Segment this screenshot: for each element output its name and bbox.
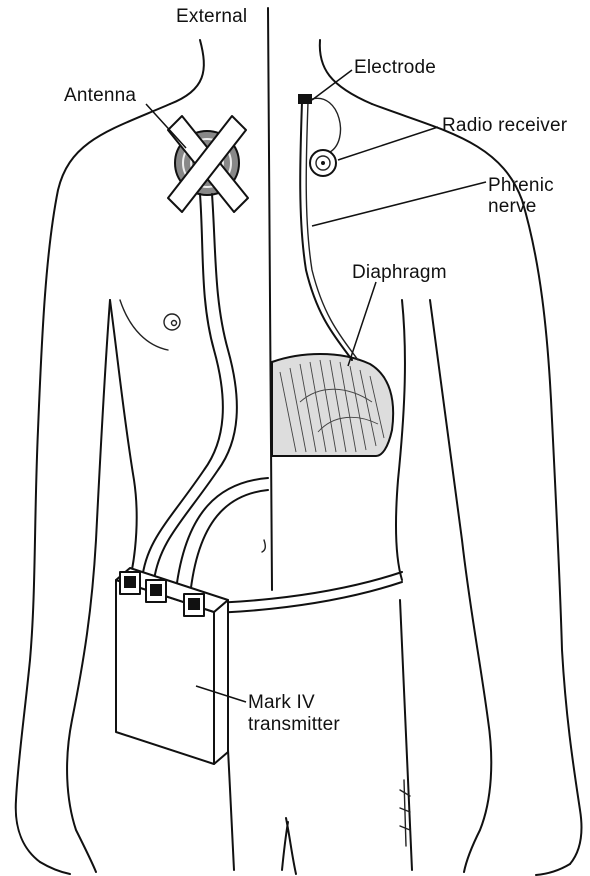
left-pectoral	[120, 300, 168, 350]
midline-divider	[268, 8, 272, 590]
left-hand	[40, 862, 70, 874]
label-phrenic-nerve-line2: nerve	[488, 196, 537, 217]
label-antenna: Antenna	[64, 85, 136, 106]
left-torso-side	[110, 300, 137, 610]
groin-line-2	[282, 822, 288, 870]
leader-phrenic-nerve	[312, 182, 486, 226]
right-arm-inner	[430, 300, 491, 872]
phrenic-nerve-2	[306, 102, 358, 360]
label-transmitter-line2: transmitter	[248, 714, 340, 735]
label-electrode: Electrode	[354, 57, 436, 78]
mark-iv-transmitter	[116, 568, 228, 764]
transmitter-cable-inner	[190, 490, 268, 596]
neck-left	[170, 40, 204, 104]
label-phrenic-nerve-line1: Phrenic	[488, 175, 554, 196]
radio-receiver	[310, 150, 336, 176]
right-torso-side	[396, 300, 405, 580]
right-hand	[536, 864, 570, 875]
nipple-inner	[172, 321, 177, 326]
leader-diaphragm	[348, 282, 376, 366]
label-radio-receiver: Radio receiver	[442, 115, 568, 136]
label-diaphragm: Diaphragm	[352, 262, 447, 283]
antenna	[168, 116, 248, 212]
left-arm-outer	[16, 104, 170, 862]
leader-electrode	[312, 70, 352, 100]
label-transmitter-line1: Mark IV	[248, 692, 315, 713]
label-external: External	[176, 6, 247, 27]
leader-radio-receiver	[338, 127, 438, 160]
transmitter-cable-outer	[176, 478, 268, 590]
left-arm-inner	[67, 300, 110, 872]
right-arm-outer	[372, 104, 582, 864]
electrode	[298, 94, 340, 152]
antenna-cable-outer	[142, 194, 223, 580]
navel	[262, 540, 265, 552]
